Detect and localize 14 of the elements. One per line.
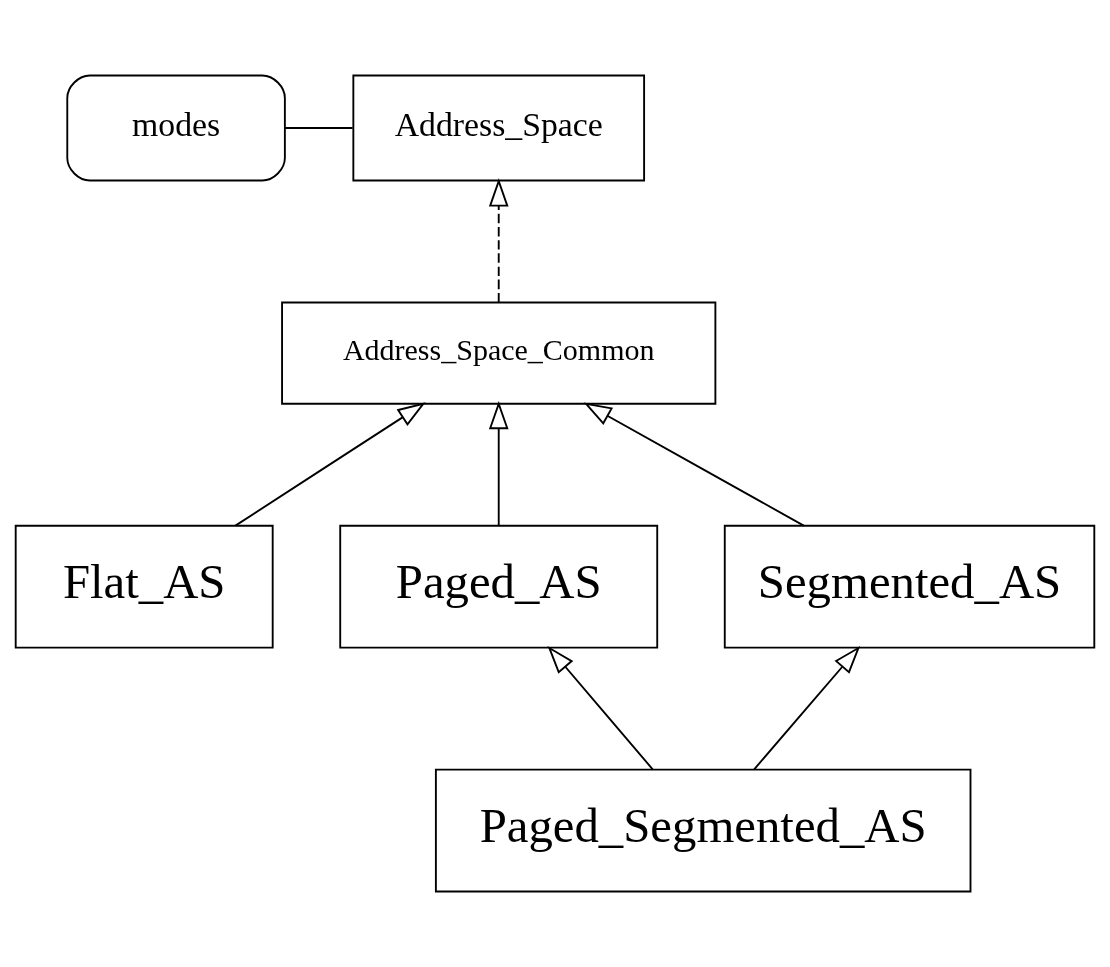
arrow — [234, 402, 426, 527]
node-box: Paged_AS — [339, 524, 659, 649]
arrow — [488, 178, 509, 304]
node-box: Flat_AS — [14, 524, 274, 649]
arrow — [583, 402, 805, 527]
connector — [284, 127, 354, 129]
node-box: Address_Space_Common — [281, 301, 717, 405]
arrow — [753, 645, 861, 771]
arrow — [547, 645, 654, 771]
arrow — [488, 401, 509, 527]
node-box: Address_Space — [352, 74, 646, 182]
node-box: Segmented_AS — [723, 524, 1096, 649]
node-box: modes — [66, 74, 286, 182]
node-box: Paged_Segmented_AS — [434, 768, 972, 893]
